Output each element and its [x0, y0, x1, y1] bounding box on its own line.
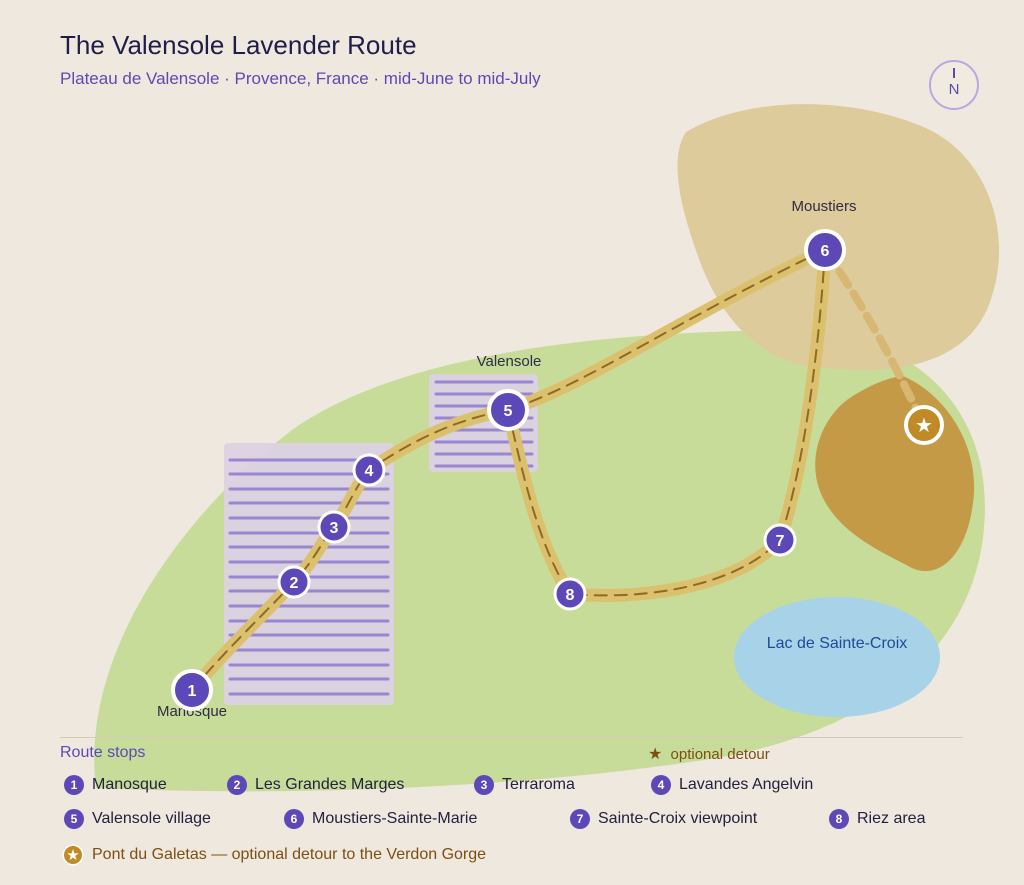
stop-marker[interactable]: 7	[763, 523, 797, 557]
valensole-label: Valensole	[477, 353, 542, 370]
legend-item: 1 Manosque	[64, 775, 167, 795]
legend-item: 2 Les Grandes Marges	[227, 775, 404, 795]
stop-number: 8	[566, 587, 575, 604]
star-icon: ★	[648, 746, 663, 763]
compass: N	[929, 60, 979, 110]
legend-number-badge: 7	[570, 809, 590, 829]
compass-needle-icon	[953, 68, 955, 78]
legend-number-badge: 1	[64, 775, 84, 795]
page-subtitle: Plateau de Valensole · Provence, France …	[60, 69, 541, 88]
lake-label: Lac de Sainte-Croix	[767, 635, 908, 652]
detour-marker[interactable]: ★	[904, 405, 944, 445]
legend-number-badge: 2	[227, 775, 247, 795]
legend-item: 4 Lavandes Angelvin	[651, 775, 813, 795]
stop-number: 2	[290, 575, 299, 592]
loop-route-dash	[507, 249, 826, 597]
legend-number-badge: 6	[284, 809, 304, 829]
moustiers-label: Moustiers	[791, 198, 856, 215]
stop-marker[interactable]: 2	[277, 565, 311, 599]
stop-marker[interactable]: 8	[553, 577, 587, 611]
legend-number-badge: 4	[651, 775, 671, 795]
legend-number-badge: 5	[64, 809, 84, 829]
lavender-field-west-rows	[228, 458, 390, 696]
stop-marker[interactable]: 5	[487, 389, 529, 431]
legend-detour-label: Pont du Galetas — optional detour to the…	[92, 846, 487, 863]
legend-item-label: Valensole village	[92, 810, 211, 827]
legend-note: ★ optional detour	[648, 744, 770, 764]
legend-item-label: Les Grandes Marges	[255, 776, 405, 793]
legend-title: Route stops	[60, 744, 146, 761]
legend-item-label: Sainte-Croix viewpoint	[598, 810, 758, 827]
stop-marker[interactable]: 1	[171, 669, 213, 711]
legend-item-label: Terraroma	[502, 776, 575, 793]
legend-item-label: Manosque	[92, 776, 167, 793]
lake-sainte-croix	[734, 597, 940, 717]
legend-item: 5 Valensole village	[64, 809, 211, 829]
legend-item-label: Lavandes Angelvin	[679, 776, 814, 793]
stop-number: 1	[188, 683, 197, 700]
stop-marker[interactable]: 6	[804, 229, 846, 271]
legend-item: 3 Terraroma	[474, 775, 575, 795]
manosque-label: Manosque	[157, 703, 227, 720]
legend-item: 8 Riez area	[829, 809, 925, 829]
detour-route-band	[821, 246, 928, 429]
stop-number: 4	[365, 463, 374, 480]
stop-number: 6	[821, 243, 830, 260]
star-icon: ★	[915, 413, 933, 437]
stop-marker[interactable]: 3	[317, 510, 351, 544]
legend-number-badge: 3	[474, 775, 494, 795]
legend-note-text: optional detour	[670, 746, 770, 763]
legend-number-badge: 8	[829, 809, 849, 829]
stop-marker[interactable]: 4	[352, 453, 386, 487]
legend-item-label: Riez area	[857, 810, 926, 827]
stop-number: 3	[330, 520, 339, 537]
legend-detour-item: ★ Pont du Galetas — optional detour to t…	[62, 844, 486, 866]
page-title: The Valensole Lavender Route	[60, 30, 417, 60]
legend-item: 7 Sainte-Croix viewpoint	[570, 809, 757, 829]
compass-label: N	[948, 81, 960, 98]
legend-item-label: Moustiers-Sainte-Marie	[312, 810, 478, 827]
stop-number: 7	[776, 533, 785, 550]
stop-number: 5	[504, 403, 513, 420]
legend-item: 6 Moustiers-Sainte-Marie	[284, 809, 477, 829]
star-icon: ★	[62, 844, 84, 866]
legend-divider	[60, 737, 963, 738]
